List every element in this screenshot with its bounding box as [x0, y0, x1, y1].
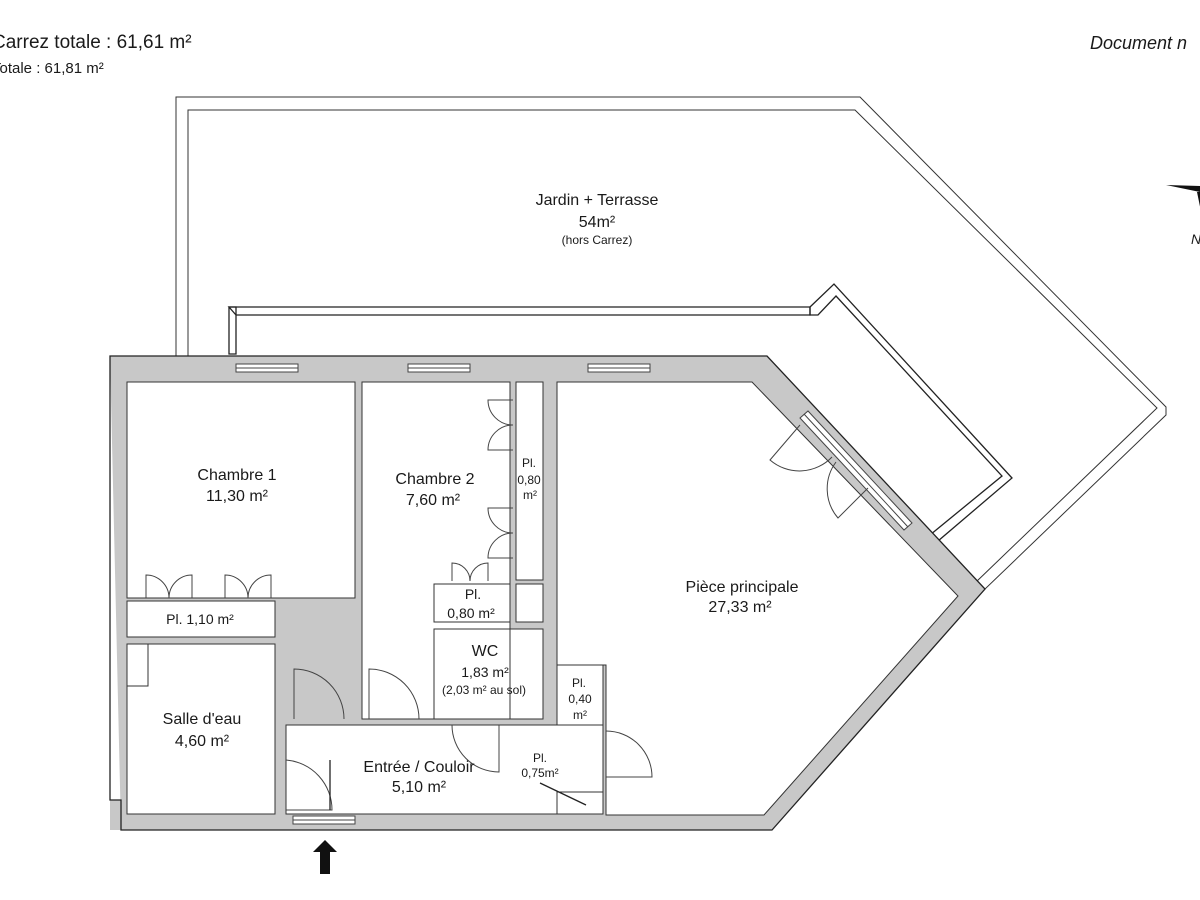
room-placard-ch1: [127, 601, 275, 637]
room-wc: [434, 629, 543, 719]
placard-right-name: Pl.: [572, 676, 586, 690]
bay-door-swing-b: [826, 461, 869, 519]
chambre-1-area: 11,30 m²: [206, 488, 269, 505]
room-placard-mid: [434, 584, 510, 622]
placard-right-area-1: 0,40: [568, 692, 592, 706]
wc-name: WC: [472, 643, 499, 660]
document-note: Document n: [1090, 33, 1188, 53]
entree-name: Entrée / Couloir: [363, 759, 475, 776]
doors: [145, 399, 869, 811]
wc-area: 1,83 m²: [461, 664, 509, 680]
piece-principale-area: 27,33 m²: [708, 599, 772, 616]
placard-entree-name: Pl.: [533, 751, 547, 765]
room-chambre-1: [127, 382, 355, 598]
placard-ch2-name: Pl.: [522, 456, 536, 470]
room-placard-entree-low: [557, 792, 603, 814]
door-placard-ch1-b: [224, 574, 249, 599]
chambre-1-name: Chambre 1: [197, 467, 276, 484]
room-entree: [286, 725, 603, 814]
door-placard-ch1-a: [145, 574, 170, 599]
room-placard-right: [557, 665, 603, 725]
room-labels: Jardin + Terrasse 54m² (hors Carrez) Cha…: [163, 192, 799, 796]
surface-totale-label: Totale : 61,81 m²: [0, 60, 104, 77]
windows: [235, 363, 913, 825]
compass-north-label: N: [1191, 231, 1200, 247]
room-placard-mid-2: [516, 584, 543, 622]
jardin-note: (hors Carrez): [562, 233, 633, 247]
salle-eau-area: 4,60 m²: [175, 733, 230, 750]
chambre-2-area: 7,60 m²: [406, 492, 461, 509]
room-salle-eau: [127, 644, 275, 814]
door-piece-principale: [605, 730, 653, 778]
salle-eau-name: Salle d'eau: [163, 711, 242, 728]
room-piece-principale: [557, 382, 958, 815]
room-placard-ch2: [516, 382, 543, 580]
door-wc: [451, 724, 500, 773]
jardin-name: Jardin + Terrasse: [536, 192, 659, 209]
chambre-2-name: Chambre 2: [395, 471, 474, 488]
door-entree: [285, 759, 333, 811]
wc-note: (2,03 m² au sol): [442, 683, 526, 697]
placard-mid-area: 0,80 m²: [447, 605, 495, 621]
placard-ch2-area-1: 0,80: [517, 473, 541, 487]
placard-ch1-label: Pl. 1,10 m²: [166, 611, 234, 627]
entrance-arrow-icon: [313, 840, 337, 874]
entree-area: 5,10 m²: [392, 779, 447, 796]
placard-ch2-area-2: m²: [523, 488, 537, 502]
room-outlines: [126, 381, 959, 816]
carrez-total-label: Carrez totale : 61,61 m²: [0, 32, 192, 53]
rooms: [127, 382, 958, 815]
compass-rose-icon: N: [1166, 185, 1200, 247]
placard-mid-name: Pl.: [465, 586, 481, 602]
placard-entree-area: 0,75m²: [521, 766, 558, 780]
door-chambre-2: [368, 668, 420, 720]
piece-principale-name: Pièce principale: [686, 579, 799, 596]
door-chambre-1: [293, 668, 345, 720]
placard-right-area-2: m²: [573, 708, 587, 722]
jardin-area: 54m²: [579, 214, 616, 231]
bay-door-swing-a: [769, 424, 833, 472]
terrace-wall: [227, 283, 1013, 542]
